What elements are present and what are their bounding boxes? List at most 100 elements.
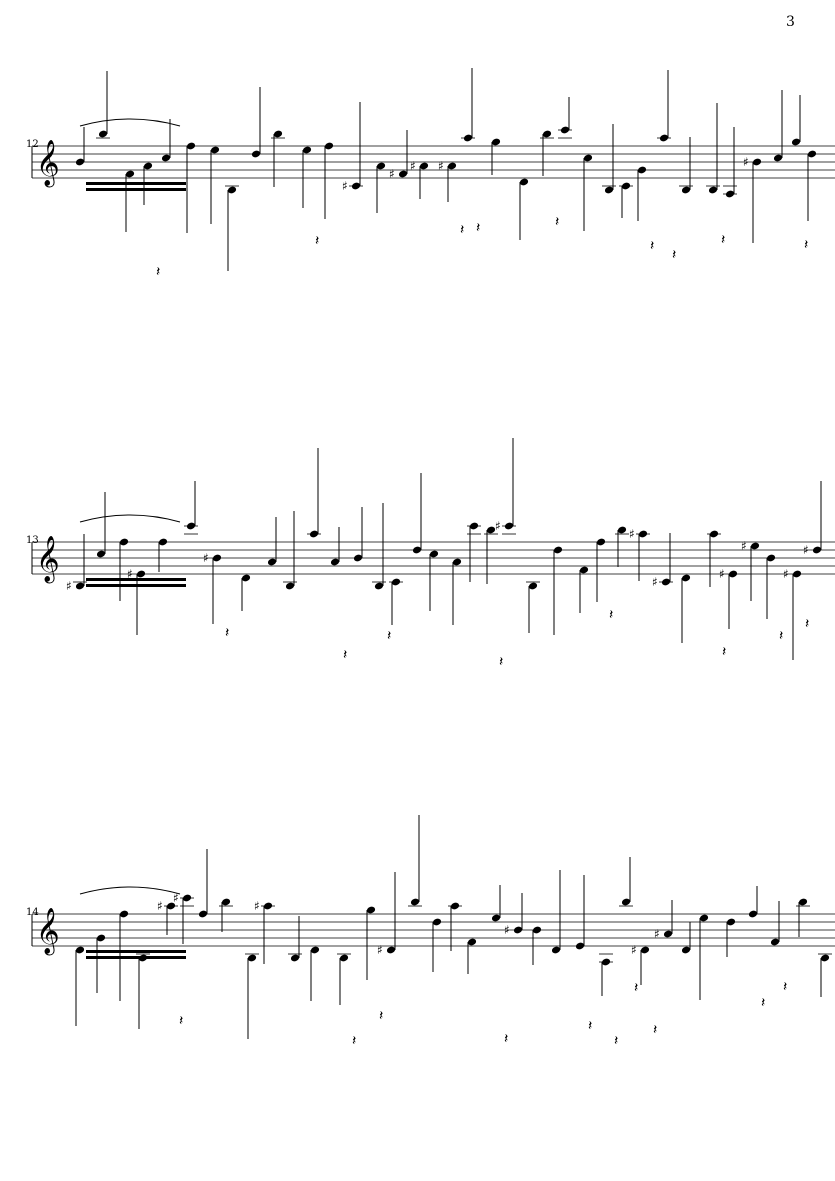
note: 𝄽	[461, 68, 480, 236]
notehead	[161, 154, 171, 162]
rest-icon: 𝄽	[179, 1013, 183, 1029]
note	[119, 910, 129, 1001]
notehead	[513, 926, 523, 934]
note	[519, 178, 529, 240]
note: 𝄽	[706, 103, 725, 248]
note	[699, 914, 709, 1000]
sharp-icon: ♯	[438, 159, 444, 173]
note: 𝄽	[766, 554, 783, 644]
note: ♯	[654, 900, 673, 941]
rest-icon: 𝄽	[672, 247, 676, 263]
rest-icon: 𝄽	[352, 1033, 356, 1049]
rest-icon: 𝄽	[499, 654, 503, 670]
note: 𝄽	[484, 526, 503, 670]
note	[184, 481, 198, 535]
note	[551, 870, 561, 954]
sharp-icon: ♯	[203, 551, 209, 565]
note: 𝄽	[372, 503, 391, 644]
notehead	[596, 538, 606, 546]
note	[210, 146, 220, 224]
treble-clef-icon: 𝄞	[36, 908, 60, 956]
notehead	[98, 130, 108, 138]
notehead	[812, 546, 822, 554]
rest-icon: 𝄽	[156, 264, 160, 280]
note	[324, 142, 334, 219]
rest-icon: 𝄽	[653, 1022, 657, 1038]
note	[96, 71, 110, 139]
note	[583, 154, 593, 231]
note	[119, 538, 129, 601]
notehead	[186, 142, 196, 150]
note	[310, 946, 320, 1001]
note: ♯	[410, 159, 429, 199]
notation: 𝄽𝄽♯♯♯♯𝄽𝄽𝄽𝄽𝄽𝄽♯𝄽♯♯♯𝄽𝄽𝄽𝄽♯𝄽♯♯𝄽♯♯𝄽♯𝄽♯♯𝄽♯♯𝄽𝄽♯𝄽…	[66, 68, 832, 1049]
notehead	[410, 898, 420, 906]
sharp-icon: ♯	[719, 567, 725, 581]
notehead	[353, 554, 363, 562]
note	[96, 934, 106, 993]
notehead	[324, 142, 334, 150]
notehead	[376, 162, 386, 170]
note	[818, 953, 832, 997]
notehead	[748, 910, 758, 918]
notehead	[241, 574, 251, 582]
slur	[79, 118, 181, 127]
notehead	[621, 898, 631, 906]
notehead	[143, 162, 153, 170]
notehead	[119, 910, 129, 918]
note: 𝄽	[770, 901, 787, 995]
rest-icon: 𝄽	[805, 616, 809, 632]
notehead	[773, 154, 783, 162]
note	[161, 119, 171, 162]
notehead	[467, 938, 477, 946]
rest-icon: 𝄽	[476, 220, 480, 236]
rest-icon: 𝄽	[379, 1008, 383, 1024]
note	[429, 550, 439, 611]
note: ♯	[504, 893, 523, 937]
note	[807, 150, 817, 221]
beam	[86, 182, 186, 185]
note: ♯	[652, 533, 673, 589]
staves: 𝄞𝄞𝄞	[31, 140, 835, 956]
note: 𝄽	[657, 70, 676, 263]
notehead	[528, 582, 538, 590]
notehead	[136, 570, 146, 578]
note	[186, 142, 196, 233]
notehead	[766, 554, 776, 562]
rest-icon: 𝄽	[614, 1033, 618, 1049]
note	[602, 124, 616, 194]
sharp-icon: ♯	[389, 167, 395, 181]
notehead	[491, 914, 501, 922]
note	[75, 946, 85, 1026]
rest-icon: 𝄽	[783, 979, 787, 995]
note	[75, 127, 85, 166]
note	[726, 918, 736, 957]
note	[619, 182, 633, 218]
notehead	[708, 186, 718, 194]
rest-icon: 𝄽	[225, 625, 229, 641]
beam	[86, 956, 186, 959]
note: ♯𝄽	[157, 899, 183, 1029]
note: ♯	[254, 899, 275, 964]
notehead	[699, 914, 709, 922]
beam	[86, 950, 186, 953]
note: ♯	[127, 567, 146, 635]
notehead	[290, 954, 300, 962]
note: 𝄽	[302, 146, 319, 249]
sharp-icon: ♯	[127, 567, 133, 581]
beam-group	[79, 886, 186, 959]
note: ♯	[743, 155, 762, 243]
notehead	[681, 574, 691, 582]
notehead	[447, 162, 457, 170]
note	[136, 953, 150, 1029]
notehead	[398, 170, 408, 178]
note: ♯𝄽	[783, 567, 809, 660]
note	[532, 926, 542, 965]
notehead	[681, 946, 691, 954]
note	[288, 916, 302, 962]
note	[219, 898, 233, 932]
slur	[79, 886, 181, 895]
rest-icon: 𝄽	[609, 607, 613, 623]
rest-icon: 𝄽	[588, 1018, 592, 1034]
note: ♯	[803, 481, 822, 557]
